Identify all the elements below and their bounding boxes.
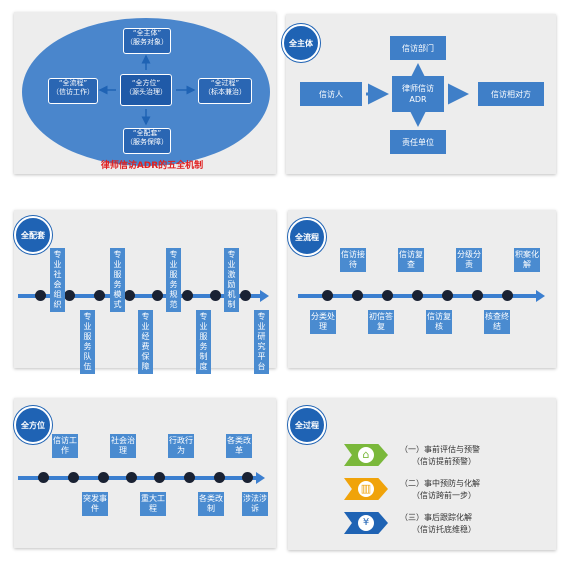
full-support-sub: （服务保障） (126, 138, 168, 146)
timeline-node (184, 472, 195, 483)
full-aspect-box: “全方位” （源头治理） (120, 74, 172, 106)
flow-item-top: 信访复查 (398, 248, 424, 272)
flow-item-top: 分级分责 (456, 248, 482, 272)
flow-timeline-arrow (536, 290, 545, 302)
support-timeline (18, 294, 264, 298)
timeline-node (322, 290, 333, 301)
aspect-item-top: 行政行为 (168, 434, 194, 458)
timeline-node (35, 290, 46, 301)
full-aspect-sub: （源头治理） (125, 88, 167, 96)
timeline-node (182, 290, 193, 301)
timeline-node (210, 290, 221, 301)
full-aspect-panel: 全方位 信访工作 社会治理 行政行为 各类改革 突发事件 重大工程 各类改制 涉… (14, 398, 276, 548)
timeline-node (240, 290, 251, 301)
flow-item-bottom: 分类处理 (310, 310, 336, 334)
flow-item-top: 信访接待 (340, 248, 366, 272)
aspect-timeline (18, 476, 258, 480)
full-subject-box: “全主体” （服务对象） (123, 28, 171, 54)
full-subject-panel: 全主体 信访部门 信访人 律师信访 ADR 信访相对方 责任单位 (282, 14, 556, 174)
full-flow-sub: （信访工作） (52, 88, 94, 96)
timeline-node (38, 472, 49, 483)
full-aspect-title: “全方位” (131, 79, 161, 87)
timeline-node (502, 290, 513, 301)
flow-item-bottom: 信访复核 (426, 310, 452, 334)
support-item-bottom: 专业服务制度 (196, 310, 211, 374)
process-step-sub: （信访托底维稳） (412, 525, 476, 534)
full-flow-box: “全流程” （信访工作） (48, 78, 98, 104)
timeline-node (242, 472, 253, 483)
full-support-panel: 全配套 专业社会组织 专业服务模式 专业服务规范 专业激励机制 专业服务队伍 专… (14, 210, 276, 374)
timeline-node (126, 472, 137, 483)
coin-icon: ¥ (358, 515, 374, 531)
full-flow-title: “全流程” (58, 79, 88, 87)
support-item-top: 专业激励机制 (224, 248, 239, 312)
timeline-node (412, 290, 423, 301)
aspect-item-bottom: 突发事件 (82, 492, 108, 516)
full-process-title: “全过程” (210, 79, 240, 87)
support-item-top: 专业服务模式 (110, 248, 125, 312)
flow-item-bottom: 初信答复 (368, 310, 394, 334)
full-process-box: “全过程” （标本兼治） (198, 78, 252, 104)
home-icon: ⌂ (358, 447, 374, 463)
full-subject-sub: （服务对象） (126, 38, 168, 46)
timeline-node (152, 290, 163, 301)
five-full-mechanism-panel: “全主体” （服务对象） “全方位” （源头治理） “全流程” （信访工作） “… (14, 12, 276, 174)
support-item-bottom: 专业经费保障 (138, 310, 153, 374)
full-process-badge: 全过程 (288, 406, 326, 444)
timeline-node (64, 290, 75, 301)
full-subject-title: “全主体” (132, 29, 162, 37)
aspect-item-top: 各类改革 (226, 434, 252, 458)
process-step-title: （一）事前评估与预警 (400, 445, 480, 454)
process-step-title: （三）事后跟踪化解 (400, 513, 472, 522)
process-step-sub: （信访跨前一步） (412, 491, 476, 500)
full-subject-badge: 全主体 (282, 24, 320, 62)
support-item-bottom: 专业服务队伍 (80, 310, 95, 374)
aspect-item-bottom: 重大工程 (140, 492, 166, 516)
flow-item-top: 积案化解 (514, 248, 540, 272)
timeline-node (214, 472, 225, 483)
full-support-badge: 全配套 (14, 216, 52, 254)
timeline-node (98, 472, 109, 483)
full-process-panel: 全过程 ⌂ （一）事前评估与预警 （信访提前预警） ▥ （二）事中预防与化解 （… (288, 398, 556, 550)
timeline-node (352, 290, 363, 301)
full-flow-badge: 全流程 (288, 218, 326, 256)
timeline-node (124, 290, 135, 301)
process-step-title: （二）事中预防与化解 (400, 479, 480, 488)
full-flow-panel: 全流程 信访接待 信访复查 分级分责 积案化解 分类处理 初信答复 信访复核 核… (288, 210, 556, 368)
aspect-item-bottom: 涉法涉诉 (242, 492, 268, 516)
chart-icon: ▥ (358, 481, 374, 497)
connector-arrows (98, 54, 196, 126)
flow-item-bottom: 核查终结 (484, 310, 510, 334)
responsible-unit-box: 责任单位 (390, 130, 446, 154)
full-support-box: “全配套” （服务保障） (123, 128, 171, 154)
petition-department-box: 信访部门 (390, 36, 446, 60)
support-item-bottom: 专业研究平台 (254, 310, 269, 374)
lawyer-adr-box: 律师信访 ADR (392, 76, 444, 112)
mechanism-caption: 律师信访ADR的五全机制 (100, 161, 204, 171)
full-process-sub: （标本兼治） (204, 88, 246, 96)
timeline-node (442, 290, 453, 301)
aspect-item-top: 信访工作 (52, 434, 78, 458)
counterparty-box: 信访相对方 (478, 82, 544, 106)
subject-arrows (366, 63, 469, 127)
lawyer-adr-label: 律师信访 ADR (402, 84, 434, 104)
support-item-top: 专业服务规范 (166, 248, 181, 312)
support-timeline-arrow (260, 290, 269, 302)
full-support-title: “全配套” (132, 129, 162, 137)
aspect-item-bottom: 各类改制 (198, 492, 224, 516)
timeline-node (68, 472, 79, 483)
support-item-top: 专业社会组织 (50, 248, 65, 312)
aspect-item-top: 社会治理 (110, 434, 136, 458)
timeline-node (94, 290, 105, 301)
petitioner-box: 信访人 (300, 82, 362, 106)
timeline-node (472, 290, 483, 301)
timeline-node (154, 472, 165, 483)
full-aspect-badge: 全方位 (14, 406, 52, 444)
aspect-timeline-arrow (256, 472, 265, 484)
timeline-node (382, 290, 393, 301)
process-step-sub: （信访提前预警） (412, 457, 476, 466)
